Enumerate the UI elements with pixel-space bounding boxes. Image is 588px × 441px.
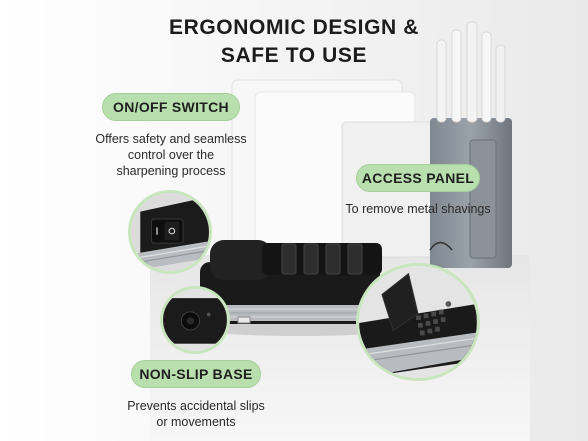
- page-title: ERGONOMIC DESIGN & SAFE TO USE: [0, 14, 588, 70]
- access-panel-badge: ACCESS PANEL: [356, 164, 480, 192]
- power-switch-icon: [131, 193, 209, 271]
- non-slip-desc-line-2: or movements: [156, 415, 236, 429]
- on-off-desc-line-2: control over the: [127, 148, 215, 162]
- non-slip-desc-line-1: Prevents accidental slips: [127, 399, 265, 413]
- on-off-desc-line-3: sharpening process: [116, 164, 226, 178]
- rubber-foot-icon: [163, 289, 227, 351]
- access-panel-description: To remove metal shavings: [330, 201, 506, 217]
- access-panel-icon: [359, 266, 477, 378]
- non-slip-base-badge: NON-SLIP BASE: [131, 360, 261, 388]
- access-panel-closeup-circle: [356, 263, 480, 381]
- base-closeup-circle: [160, 286, 230, 354]
- access-panel-label: ACCESS PANEL: [361, 170, 475, 186]
- access-panel-desc-line-1: To remove metal shavings: [345, 202, 491, 216]
- on-off-switch-badge: ON/OFF SWITCH: [102, 93, 240, 121]
- on-off-switch-label: ON/OFF SWITCH: [113, 99, 229, 115]
- on-off-switch-description: Offers safety and seamless control over …: [76, 131, 266, 179]
- on-off-desc-line-1: Offers safety and seamless: [95, 132, 247, 146]
- non-slip-base-description: Prevents accidental slips or movements: [106, 398, 286, 430]
- title-line-2: SAFE TO USE: [220, 44, 368, 67]
- switch-closeup-circle: [128, 190, 212, 274]
- non-slip-base-label: NON-SLIP BASE: [139, 366, 253, 382]
- title-line-1: ERGONOMIC DESIGN &: [169, 16, 419, 39]
